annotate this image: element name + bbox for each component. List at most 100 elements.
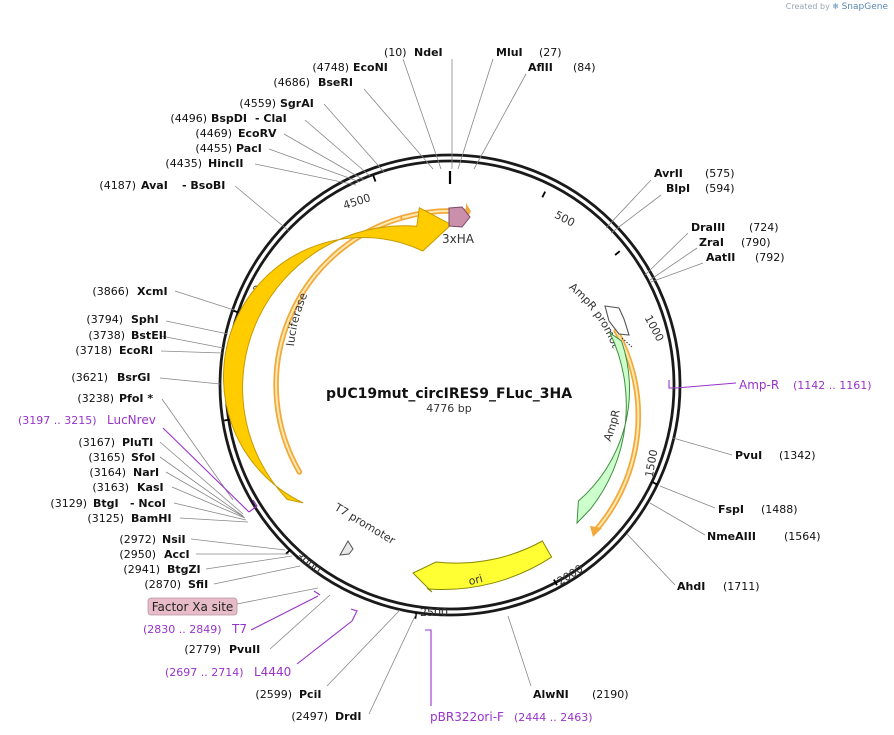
site-pvuii-name[interactable]: PvuII [229,643,260,656]
site-sphi-name[interactable]: SphI [131,313,159,326]
ampr-strand-arrowhead [590,526,602,537]
leader-hincii [254,163,357,186]
site-sgrai-pos: (4559) [239,97,276,110]
site-nmeaiii-name[interactable]: NmeAIII [707,530,756,543]
site-sfoi-name[interactable]: SfoI [131,451,155,464]
site-btgzi-name[interactable]: BtgZI [167,563,201,576]
site-kasi-name[interactable]: KasI [137,481,164,494]
hatag-feature[interactable] [448,206,471,228]
site-pcii-name[interactable]: PciI [299,688,321,701]
leader-mlui [457,58,494,170]
leader-nmeaiii [649,502,706,536]
site-drdi-name[interactable]: DrdI [335,710,362,723]
site-draiii-name[interactable]: DraIII [691,221,725,234]
tick-4500 [372,175,377,182]
watermark-prefix: Created by [785,2,830,11]
site-zrai-name[interactable]: ZraI [699,236,724,249]
site-clai-name[interactable]: - ClaI [255,112,287,125]
site-alwni-name[interactable]: AlwNI [533,688,569,701]
site-sgrai-name[interactable]: SgrAI [280,97,314,110]
site-bspdi-name[interactable]: BspDI [211,112,247,125]
ori-feature[interactable] [412,540,553,593]
site-blpi-name[interactable]: BlpI [666,182,690,195]
luciferase-feature[interactable] [223,207,453,504]
primer-l4440-name[interactable]: L4440 [254,665,291,679]
primer-pbr322ori-f-name[interactable]: pBR322ori-F [430,710,504,724]
leader-blpi [610,194,662,234]
site-pfoi-name[interactable]: PfoI * [119,392,153,405]
site-pvui-pos: (1342) [779,449,816,462]
site-draiii-pos: (724) [749,221,779,234]
site-ncoi-name[interactable]: - NcoI [130,497,166,510]
leader-drdi [368,613,417,715]
tick-label-2000: 2000 [555,562,586,588]
site-avrii-pos: (575) [705,167,735,180]
primer-lucnrev-range: (3197 .. 3215) [18,414,97,427]
site-drdi-pos: (2497) [291,710,328,723]
ampr-feature[interactable] [576,331,631,525]
site-sphi-pos: (3794) [86,313,123,326]
site-paci-name[interactable]: PacI [236,142,262,155]
leader-xcmi [174,290,235,311]
site-fspi-name[interactable]: FspI [718,503,744,516]
leader-bsteii [160,335,224,349]
site-mlui-name[interactable]: MluI [496,46,523,59]
primer-l4440-range: (2697 .. 2714) [165,666,244,679]
t7-promoter-feature[interactable] [339,540,354,556]
site-bsteii-name[interactable]: BstEII [131,329,167,342]
primer-lucnrev-name[interactable]: LucNrev [107,413,156,427]
site-bspdi-pos: (4496) [170,112,207,125]
primer-t7-name[interactable]: T7 [231,622,247,636]
factor-xa-badge[interactable] [147,597,238,616]
site-nari-pos: (3164) [89,466,126,479]
ori-label: ori [467,572,484,588]
site-nsii-name[interactable]: NsiI [162,533,186,546]
primer-amp-r-name[interactable]: Amp-R [739,378,779,392]
site-paci-pos: (4455) [195,142,232,155]
factor-xa-label: Factor Xa site [152,600,234,614]
site-zrai-pos: (790) [741,236,771,249]
site-econi-pos: (4748) [312,61,349,74]
ampr-promoter-feature[interactable] [604,305,630,336]
site-pvuii-pos: (2779) [184,643,221,656]
site-sfii-name[interactable]: SfiI [188,578,208,591]
leader-sfii [213,565,301,585]
leader-nsii [190,538,286,551]
lucnrev-primer-leader [162,427,250,513]
leader-pvui [672,437,733,456]
site-hincii-name[interactable]: HincII [208,157,244,170]
site-xcmi-pos: (3866) [92,285,129,298]
snapgene-watermark: Created by ❄ SnapGene [786,2,888,12]
tick-label-500: 500 [552,208,577,229]
site-ndei-name[interactable]: NdeI [414,46,443,59]
l4440-primer-mark [350,608,358,622]
site-btgi-name[interactable]: BtgI [93,497,119,510]
site-bamhi-name[interactable]: BamHI [131,512,172,525]
site-pluti-pos: (3167) [78,436,115,449]
site-bsrgi-name[interactable]: BsrGI [117,371,150,384]
site-labels-left: (4748) EcoNI (4686) BseRI (4559) SgrAI (… [50,61,387,723]
site-avai-name[interactable]: AvaI [141,179,168,192]
site-pluti-name[interactable]: PluTI [122,436,153,449]
site-avai-pos: (4187) [99,179,136,192]
tick-label-1500: 1500 [643,448,661,478]
site-pvui-name[interactable]: PvuI [735,449,762,462]
site-ahdi-name[interactable]: AhdI [677,580,705,593]
site-econi-name[interactable]: EcoNI [353,61,388,74]
site-ecori-name[interactable]: EcoRI [119,344,153,357]
site-acci-name[interactable]: AccI [164,548,190,561]
site-avrii-name[interactable]: AvrII [654,167,683,180]
site-nari-name[interactable]: NarI [133,466,159,479]
site-aflii-name[interactable]: AflII [528,61,553,74]
tick-label-2500: 2500 [420,606,448,619]
site-xcmi-name[interactable]: XcmI [137,285,168,298]
site-ecorv-name[interactable]: EcoRV [238,127,277,140]
leader-alwni [507,615,532,687]
site-bseri-name[interactable]: BseRI [318,76,353,89]
site-blpi-pos: (594) [705,182,735,195]
site-aatii-pos: (792) [755,251,785,264]
leader-econi [402,58,442,170]
site-aatii-name[interactable]: AatII [706,251,735,264]
site-bsobi-name[interactable]: - BsoBI [182,179,225,192]
